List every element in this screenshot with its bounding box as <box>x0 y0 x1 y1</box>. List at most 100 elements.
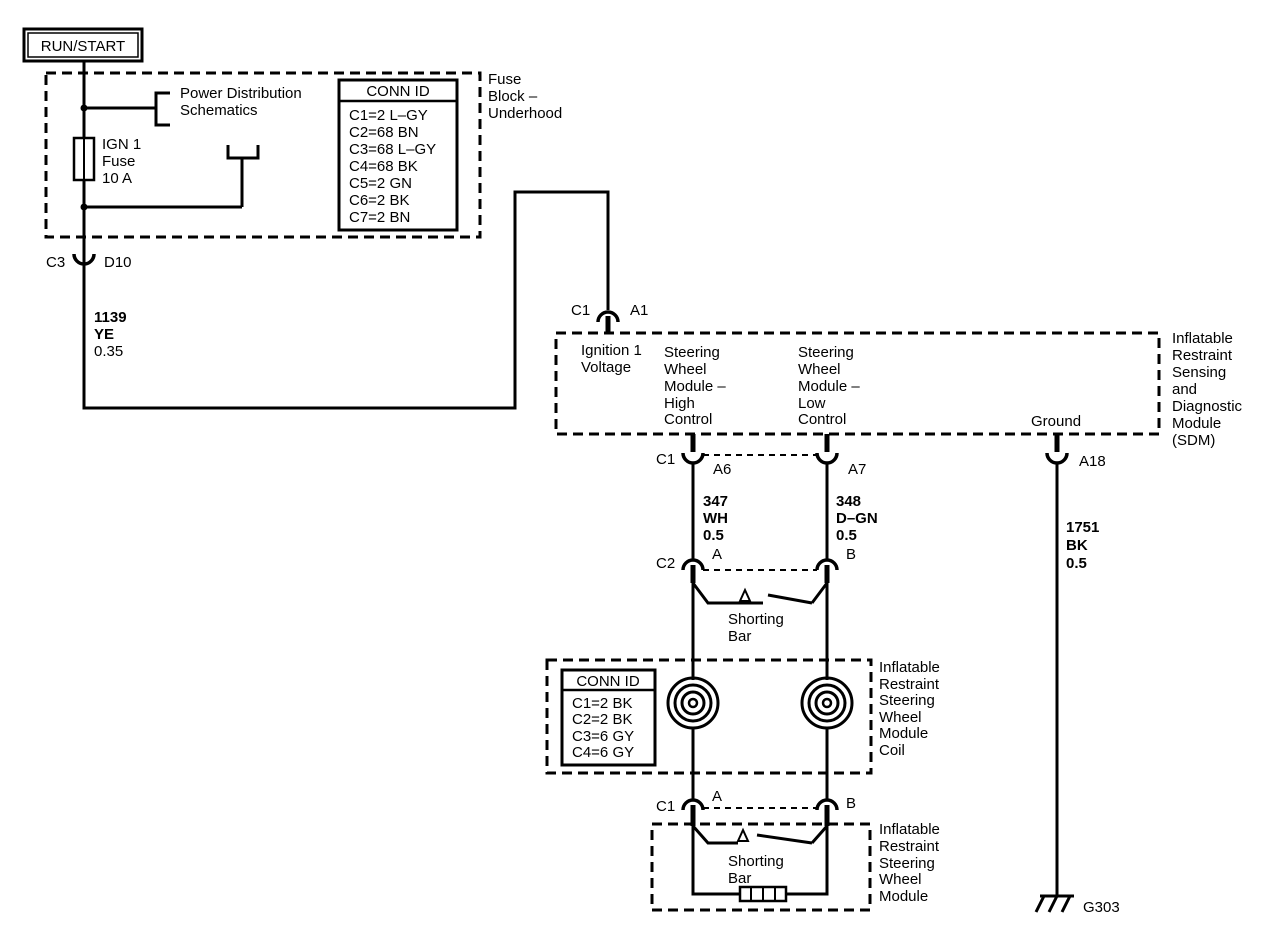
c2-pin-a-label: A <box>712 546 722 563</box>
wire-347-gauge: 0.5 <box>703 527 724 544</box>
high-control-line-4: High <box>664 395 695 412</box>
c2-shorting-bar-line-2: Bar <box>728 628 751 645</box>
c2-connector-label: C2 <box>656 555 675 572</box>
wire-347-circuit: 347 <box>703 493 728 510</box>
a7-pin-label: A7 <box>848 461 866 478</box>
conn-id-row: C2=68 BN <box>349 124 419 141</box>
fuse-block-name-1: Fuse <box>488 71 521 88</box>
fuse-block-conn-id-table: CONN ID C1=2 L–GY C2=68 BN C3=68 L–GY C4… <box>337 78 459 232</box>
wire-348-color: D–GN <box>836 510 878 527</box>
c2-pin-b-label: B <box>846 546 856 563</box>
a6-pin-label: A6 <box>713 461 731 478</box>
sdm-name-1: Inflatable <box>1172 330 1233 347</box>
a1-pin-label: A1 <box>630 302 648 319</box>
coil-conn-id-row: C2=2 BK <box>572 711 632 728</box>
power-distribution-line-1: Power Distribution <box>180 85 302 102</box>
module-pin-a-label: A <box>712 788 722 805</box>
module-shorting-bar-icon <box>691 825 829 845</box>
low-control-line-1: Steering <box>798 344 854 361</box>
conn-id-row: C5=2 GN <box>349 175 412 192</box>
fuse-label-2: Fuse <box>102 153 135 170</box>
high-control-line-3: Module – <box>664 378 726 395</box>
module-name-5: Module <box>879 888 928 905</box>
power-distribution-line-2: Schematics <box>180 102 258 119</box>
coil-conn-id-title: CONN ID <box>576 673 640 690</box>
ignition-voltage-line-2: Voltage <box>581 359 631 376</box>
module-name-4: Wheel <box>879 871 922 888</box>
wire-347-color: WH <box>703 510 728 527</box>
inflator-module-icon <box>738 885 788 903</box>
module-name-3: Steering <box>879 855 935 872</box>
coil-name-2: Restraint <box>879 676 940 693</box>
conn-id-title: CONN ID <box>366 83 430 100</box>
run-start-power-box: RUN/START <box>22 27 144 63</box>
low-control-line-5: Control <box>798 411 846 428</box>
c2-shorting-bar-icon <box>691 582 829 605</box>
clockspring-coil-left-icon <box>666 676 720 730</box>
connector-c2-a-icon <box>681 558 705 571</box>
conn-id-row: C7=2 BN <box>349 209 410 226</box>
coil-conn-id-row: C1=2 BK <box>572 695 632 712</box>
connector-a6-icon <box>681 452 705 465</box>
connector-c1-a1-icon <box>596 310 620 323</box>
low-control-line-4: Low <box>798 395 826 412</box>
sdm-c1-connector-label: C1 <box>656 451 675 468</box>
coil-name-5: Module <box>879 725 928 742</box>
d10-pin-label: D10 <box>104 254 132 271</box>
module-outline <box>650 822 872 912</box>
ground-icon <box>1034 894 1074 913</box>
wire-1751-gauge: 0.5 <box>1066 555 1087 572</box>
sdm-name-7: (SDM) <box>1172 432 1215 449</box>
sdm-name-4: and <box>1172 381 1197 398</box>
module-shorting-bar-line-1: Shorting <box>728 853 784 870</box>
high-control-line-1: Steering <box>664 344 720 361</box>
coil-conn-id-table: CONN ID C1=2 BK C2=2 BK C3=6 GY C4=6 GY <box>560 668 657 767</box>
ground-g303-label: G303 <box>1083 899 1120 916</box>
wire-1139-gauge: 0.35 <box>94 343 123 360</box>
connector-a7-icon <box>815 452 839 465</box>
fuse-block-name-2: Block – <box>488 88 538 105</box>
a18-pin-label: A18 <box>1079 453 1106 470</box>
module-c1-connector-label: C1 <box>656 798 675 815</box>
coil-name-3: Steering <box>879 692 935 709</box>
wire-348-gauge: 0.5 <box>836 527 857 544</box>
run-start-label: RUN/START <box>41 38 125 55</box>
module-name-1: Inflatable <box>879 821 940 838</box>
c2-shorting-bar-line-1: Shorting <box>728 611 784 628</box>
connector-a18-icon <box>1045 452 1069 465</box>
fuse-block-wiring <box>72 61 260 251</box>
fuse-label-3: 10 A <box>102 170 132 187</box>
connector-module-b-icon <box>815 798 839 811</box>
wire-1139-color: YE <box>94 326 114 343</box>
c1-a1-connector-label: C1 <box>571 302 590 319</box>
wire-1139-ye <box>82 190 610 410</box>
high-control-line-5: Control <box>664 411 712 428</box>
coil-name-4: Wheel <box>879 709 922 726</box>
module-name-2: Restraint <box>879 838 940 855</box>
sdm-name-3: Sensing <box>1172 364 1226 381</box>
wire-1751-color: BK <box>1066 537 1088 554</box>
coil-outline <box>545 658 873 775</box>
conn-id-row: C4=68 BK <box>349 158 418 175</box>
sdm-name-2: Restraint <box>1172 347 1233 364</box>
c3-connector-label: C3 <box>46 254 65 271</box>
wire-1751-circuit: 1751 <box>1066 519 1099 536</box>
fuse-block-name-3: Underhood <box>488 105 562 122</box>
sdm-name-6: Module <box>1172 415 1221 432</box>
module-shorting-bar-line-2: Bar <box>728 870 751 887</box>
sdm-name-5: Diagnostic <box>1172 398 1243 415</box>
ignition-voltage-line-1: Ignition 1 <box>581 342 642 359</box>
low-control-line-3: Module – <box>798 378 860 395</box>
high-control-line-2: Wheel <box>664 361 707 378</box>
fuse-label-1: IGN 1 <box>102 136 141 153</box>
conn-id-row: C1=2 L–GY <box>349 107 428 124</box>
low-control-line-2: Wheel <box>798 361 841 378</box>
coil-conn-id-row: C3=6 GY <box>572 728 634 745</box>
conn-id-row: C6=2 BK <box>349 192 409 209</box>
wire-348-circuit: 348 <box>836 493 861 510</box>
module-pin-b-label: B <box>846 795 856 812</box>
ground-label: Ground <box>1031 413 1081 430</box>
connector-module-a-icon <box>681 798 705 811</box>
fuse-block-outline <box>44 71 482 239</box>
